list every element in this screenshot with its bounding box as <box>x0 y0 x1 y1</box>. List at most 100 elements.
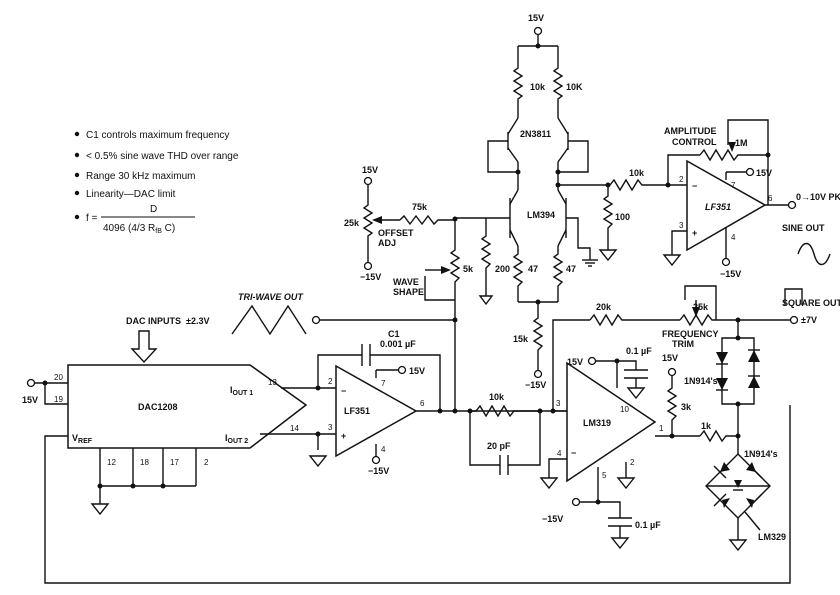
svg-text:−15V: −15V <box>368 466 389 476</box>
svg-text:−: − <box>571 448 576 458</box>
svg-text:20: 20 <box>54 373 63 382</box>
iout1-label: IOUT 1 <box>230 385 253 397</box>
svg-text:20k: 20k <box>596 302 612 312</box>
svg-text:1M: 1M <box>735 138 748 148</box>
svg-text:15V: 15V <box>362 165 378 175</box>
design-notes: C1 controls maximum frequency < 0.5% sin… <box>74 130 239 235</box>
svg-text:15k: 15k <box>513 334 529 344</box>
formula-numerator: D <box>150 204 157 215</box>
svg-text:15V: 15V <box>567 357 583 367</box>
note-2: < 0.5% sine wave THD over range <box>86 151 239 162</box>
svg-text:7: 7 <box>731 181 736 190</box>
svg-text:47: 47 <box>566 264 576 274</box>
svg-text:DAC INPUTS: DAC INPUTS <box>126 316 181 326</box>
svg-text:18: 18 <box>140 458 149 467</box>
input-rc-network: 10k 20 pF <box>467 392 556 475</box>
svg-text:47: 47 <box>528 264 538 274</box>
svg-text:WAVE: WAVE <box>393 277 419 287</box>
svg-text:FREQUENCY: FREQUENCY <box>662 329 719 339</box>
lm319-comparator: LM319 3 4 − 15V 0.1 µF 10 5 2 −15V 0.1 µ… <box>539 346 738 550</box>
svg-text:0→10V PK: 0→10V PK <box>796 192 840 202</box>
svg-text:LF351: LF351 <box>705 202 731 212</box>
svg-text:TRIM: TRIM <box>672 339 694 349</box>
svg-text:5k: 5k <box>463 264 474 274</box>
transistor-2n3811: 2N3811 <box>520 129 551 139</box>
svg-text:OFFSET: OFFSET <box>378 228 414 238</box>
formula-denominator: 4096 (4/3 RfB C) <box>103 223 175 235</box>
svg-text:2: 2 <box>679 175 684 184</box>
svg-text:−15V: −15V <box>525 380 546 390</box>
svg-text:−15V: −15V <box>720 269 741 279</box>
formula-lhs: f = <box>86 213 98 224</box>
dac1208: DAC INPUTS DAC1208 IOUT 1 IOUT 2 VREF 15… <box>22 316 791 584</box>
dac1208-label: DAC1208 <box>138 402 178 412</box>
svg-text:4: 4 <box>557 449 562 458</box>
frequency-trim-network: 20k 25k FREQUENCY TRIM <box>552 285 799 411</box>
svg-text:−: − <box>692 181 697 191</box>
svg-text:15V: 15V <box>409 366 425 376</box>
svg-text:CONTROL: CONTROL <box>672 137 717 147</box>
svg-text:15V: 15V <box>756 168 772 178</box>
svg-text:SINE OUT: SINE OUT <box>782 223 825 233</box>
svg-text:LM319: LM319 <box>583 418 611 428</box>
svg-text:6: 6 <box>420 399 425 408</box>
svg-text:15V: 15V <box>22 395 38 405</box>
svg-text:2: 2 <box>328 377 333 386</box>
svg-text:±2.3V: ±2.3V <box>186 316 209 326</box>
svg-text:19: 19 <box>54 395 63 404</box>
svg-text:6: 6 <box>768 194 773 203</box>
lm394-diff-pair: LM394 200 47 47 15k −15V <box>455 189 598 390</box>
svg-text:25k: 25k <box>344 218 360 228</box>
svg-text:75k: 75k <box>412 202 428 212</box>
square-output: SQUARE OUT ±7V <box>782 288 840 325</box>
svg-text:−: − <box>341 386 346 396</box>
svg-text:3: 3 <box>328 423 333 432</box>
svg-text:13: 13 <box>268 378 277 387</box>
svg-text:LM394: LM394 <box>527 210 555 220</box>
svg-text:SHAPE: SHAPE <box>393 287 424 297</box>
offset-adjust-network: 15V 25k −15V 75k OFFSET ADJ 5k WAVE SHAP… <box>344 165 474 323</box>
note-1: C1 controls maximum frequency <box>86 130 229 141</box>
svg-text:14: 14 <box>290 424 299 433</box>
iout2-label: IOUT 2 <box>225 433 248 445</box>
tri-wave-output: TRI-WAVE OUT ±2.3V <box>186 292 455 336</box>
svg-text:100: 100 <box>615 212 630 222</box>
svg-text:3k: 3k <box>681 402 692 412</box>
svg-text:+: + <box>692 228 697 238</box>
svg-text:25k: 25k <box>693 302 709 312</box>
svg-text:1N914's: 1N914's <box>684 376 718 386</box>
svg-text:TRI-WAVE OUT: TRI-WAVE OUT <box>238 292 304 302</box>
svg-text:AMPLITUDE: AMPLITUDE <box>664 126 717 136</box>
note-3: Range 30 kHz maximum <box>86 171 195 182</box>
svg-text:15V: 15V <box>528 13 544 23</box>
svg-text:0.1 µF: 0.1 µF <box>635 520 661 530</box>
svg-text:2: 2 <box>630 458 635 467</box>
lf351-sine-amp: 10k 100 LF351 − + 2 3 15V 7 4 −15V 1M AM… <box>558 119 840 279</box>
svg-text:ADJ: ADJ <box>378 238 396 248</box>
svg-text:10: 10 <box>620 405 629 414</box>
diode-bridge-2: 1N914's LM329 <box>705 436 786 552</box>
current-mirror: 15V 10k 10K 2N3811 <box>487 13 589 190</box>
vref-label: VREF <box>72 433 93 445</box>
svg-text:10K: 10K <box>566 82 583 92</box>
svg-text:±7V: ±7V <box>801 315 817 325</box>
svg-text:LF351: LF351 <box>344 406 370 416</box>
svg-text:7: 7 <box>381 379 386 388</box>
note-4: Linearity—DAC limit <box>86 189 176 200</box>
svg-text:2: 2 <box>204 458 209 467</box>
svg-text:10k: 10k <box>530 82 546 92</box>
svg-text:+: + <box>341 431 346 441</box>
svg-text:0.001 µF: 0.001 µF <box>380 339 416 349</box>
svg-text:1k: 1k <box>701 421 712 431</box>
svg-text:3: 3 <box>679 221 684 230</box>
svg-text:10k: 10k <box>629 168 645 178</box>
svg-text:3: 3 <box>556 399 561 408</box>
svg-text:20 pF: 20 pF <box>487 441 511 451</box>
svg-text:15V: 15V <box>662 353 678 363</box>
svg-text:5: 5 <box>602 471 607 480</box>
lf351-integrator: LF351 − + 2 3 C1 0.001 µF 15V 7 4 −15V 6 <box>308 320 567 476</box>
svg-text:17: 17 <box>170 458 179 467</box>
svg-text:0.1 µF: 0.1 µF <box>626 346 652 356</box>
svg-text:1: 1 <box>659 424 664 433</box>
